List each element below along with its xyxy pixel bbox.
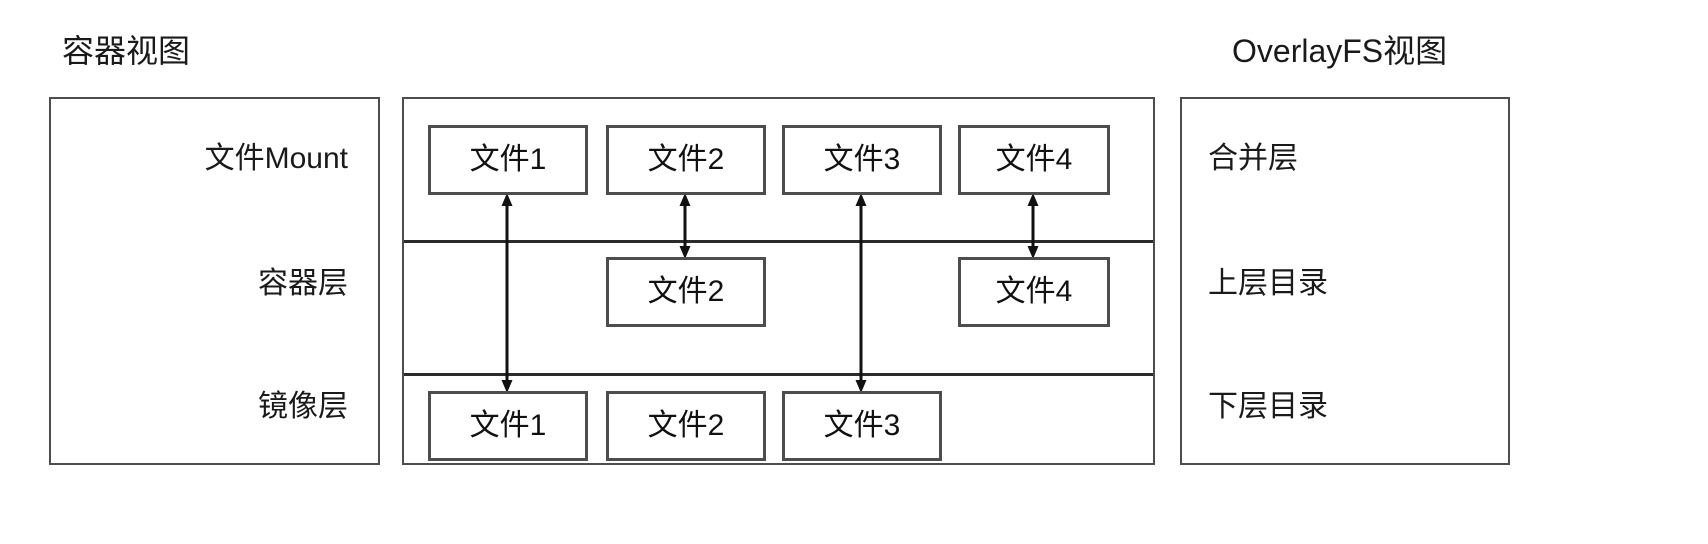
container-view-row-image-layer: 镜像层 <box>258 390 348 423</box>
arrow-column-1 <box>501 193 513 393</box>
overlayfs-view-row-merged: 合并层 <box>1208 142 1298 175</box>
arrow-column-4 <box>1027 193 1039 259</box>
merged-file-box-1[interactable]: 文件1 <box>428 125 588 195</box>
arrow-column-2 <box>679 193 691 259</box>
container-view-panel: 文件Mount 容器层 镜像层 <box>49 97 380 465</box>
merged-file-box-4[interactable]: 文件4 <box>958 125 1110 195</box>
divider-upper-lower <box>404 373 1153 376</box>
merged-file-box-3[interactable]: 文件3 <box>782 125 942 195</box>
upper-file-box-4[interactable]: 文件4 <box>958 257 1110 327</box>
overlayfs-view-row-upperdir: 上层目录 <box>1208 267 1328 300</box>
overlayfs-view-row-lowerdir: 下层目录 <box>1208 390 1328 423</box>
lower-file-box-1[interactable]: 文件1 <box>428 391 588 461</box>
lower-file-box-3[interactable]: 文件3 <box>782 391 942 461</box>
layer-stack-panel: 文件1 文件2 文件3 文件4 文件2 文件4 文件1 文件2 文件3 <box>402 97 1155 465</box>
upper-file-box-2[interactable]: 文件2 <box>606 257 766 327</box>
overlayfs-view-title: OverlayFS视图 <box>1232 33 1448 69</box>
container-view-row-file-mount: 文件Mount <box>204 142 348 175</box>
divider-merged-upper <box>404 240 1153 243</box>
arrow-column-3 <box>855 193 867 393</box>
container-view-row-container-layer: 容器层 <box>258 267 348 300</box>
lower-file-box-2[interactable]: 文件2 <box>606 391 766 461</box>
overlayfs-view-panel: 合并层 上层目录 下层目录 <box>1180 97 1510 465</box>
container-view-title: 容器视图 <box>62 33 191 69</box>
merged-file-box-2[interactable]: 文件2 <box>606 125 766 195</box>
